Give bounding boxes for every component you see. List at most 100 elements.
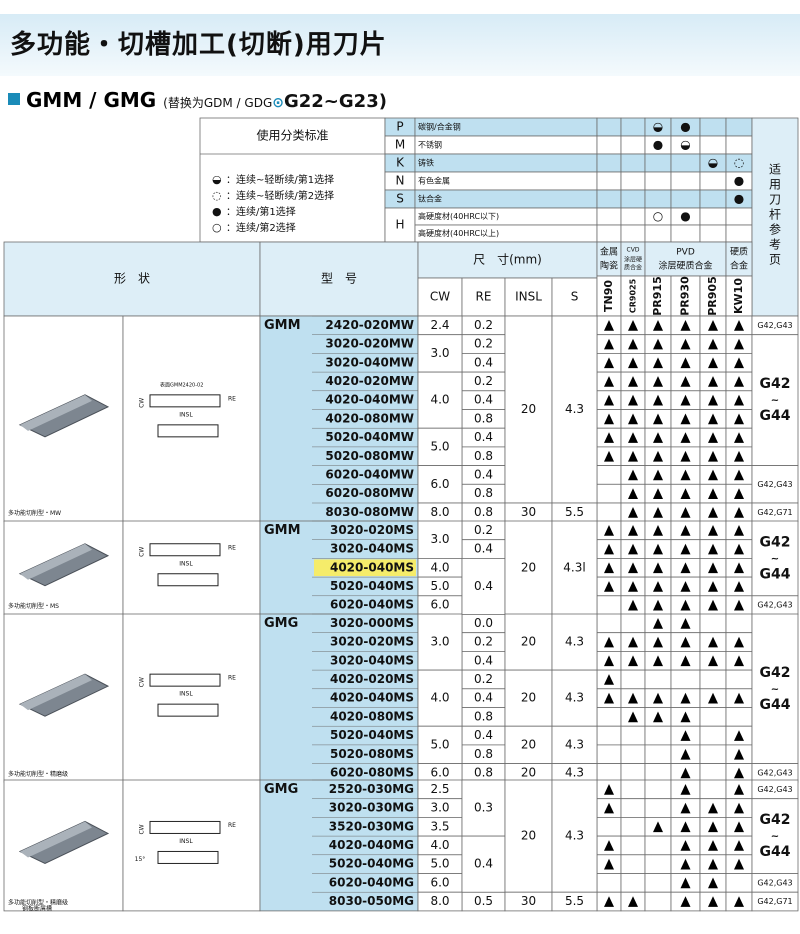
insert-diagram-top	[149, 394, 221, 408]
grade-cell	[620, 873, 646, 893]
grade-symbol-cell	[596, 171, 622, 191]
cw-cell	[417, 725, 463, 765]
model-number: 4020-020MW	[325, 374, 414, 388]
grade-group-cell	[725, 241, 753, 277]
availability-triangle	[628, 543, 638, 555]
availability-triangle	[708, 821, 718, 833]
availability-triangle	[680, 320, 691, 331]
model-header-cell	[259, 241, 419, 317]
grade-symbol-cell	[670, 171, 701, 191]
grade-symbol: ●	[653, 138, 663, 152]
grade-header: PR915	[651, 276, 664, 316]
ref-page: G42	[760, 812, 791, 828]
availability-triangle	[680, 840, 691, 851]
model-number: 6020-080MS	[330, 765, 414, 779]
insl-cell	[504, 725, 553, 765]
dims-header: 尺 寸(mm)	[473, 253, 542, 267]
availability-triangle	[734, 320, 744, 331]
availability-triangle	[708, 376, 718, 387]
grade-cell	[596, 483, 622, 504]
diagram-re-label: RE	[228, 544, 236, 551]
availability-triangle	[708, 413, 718, 425]
re-value: 0.2	[474, 374, 493, 388]
availability-triangle	[734, 767, 744, 779]
grade-symbol-cell	[596, 117, 622, 137]
model-column	[259, 613, 419, 783]
cw-value: 3.0	[430, 635, 449, 649]
legend-box	[199, 117, 386, 243]
ref-page: G42,G71	[757, 897, 792, 906]
availability-triangle	[708, 432, 718, 443]
availability-triangle	[734, 802, 744, 814]
grade-cell	[699, 707, 727, 727]
grade-cell	[620, 779, 646, 800]
availability-triangle	[604, 692, 614, 704]
s-cell	[551, 613, 598, 671]
grade-group-label: 金属	[600, 246, 618, 258]
availability-triangle	[734, 394, 744, 406]
availability-triangle	[708, 469, 718, 481]
availability-triangle	[680, 581, 691, 592]
availability-triangle	[604, 432, 614, 443]
grade-group-label: 陶瓷	[600, 260, 618, 272]
grade-symbol-cell	[644, 153, 672, 173]
ref-header-char: 参	[769, 222, 781, 237]
diagram-re-label: RE	[228, 822, 236, 829]
cw-value: 5.0	[430, 737, 449, 751]
availability-triangle	[680, 507, 691, 518]
shape-diagram-cell	[122, 520, 261, 615]
grade-cell	[620, 744, 646, 765]
grade-header: PR905	[706, 276, 719, 316]
grade-symbol-cell	[725, 207, 753, 226]
availability-triangle	[604, 655, 614, 667]
insert-photo-highlight	[20, 674, 92, 711]
cw-value: 3.5	[430, 819, 449, 833]
availability-triangle	[734, 636, 744, 648]
availability-triangle	[708, 338, 718, 350]
availability-triangle	[604, 784, 614, 795]
grade-header: CR9025	[629, 278, 638, 313]
ref-page: ~	[771, 553, 779, 564]
ref-header-char: 杆	[769, 208, 781, 222]
legend-symbol: ○	[212, 221, 222, 234]
grade-cell	[699, 725, 727, 746]
grade-group-label: CVD	[627, 247, 640, 254]
availability-triangle	[653, 655, 663, 667]
re-value: 0.2	[474, 337, 493, 351]
legend-heading: 使用分类标准	[256, 128, 328, 143]
availability-triangle	[708, 877, 718, 889]
availability-triangle	[680, 877, 691, 889]
material-code: H	[395, 218, 404, 232]
availability-triangle	[628, 896, 638, 907]
material-code: K	[396, 156, 405, 170]
model-number: 3520-030MG	[329, 819, 414, 833]
availability-triangle	[708, 320, 718, 331]
insl-cell	[504, 315, 553, 504]
availability-triangle	[628, 655, 638, 667]
insert-diagram-side	[157, 573, 219, 587]
availability-triangle	[708, 636, 718, 648]
ref-cell	[751, 798, 799, 874]
availability-triangle	[734, 376, 744, 387]
re-value: 0.4	[474, 691, 493, 705]
material-code: N	[396, 174, 405, 188]
availability-triangle	[653, 357, 663, 369]
dims-header-cell	[417, 241, 598, 279]
cw-cell	[417, 891, 463, 912]
availability-triangle	[604, 394, 614, 406]
cw-value: 4.0	[430, 838, 449, 852]
material-name: 铸铁	[418, 158, 434, 168]
re-value: 0.4	[474, 542, 493, 556]
series-label: GMM	[264, 318, 301, 333]
grade-symbol-cell	[670, 153, 701, 173]
grade-symbol-cell	[670, 224, 701, 243]
availability-triangle	[604, 674, 614, 685]
material-code: M	[395, 138, 405, 152]
availability-triangle	[680, 432, 691, 443]
diagram-cw-label: CW	[139, 824, 146, 834]
s-value: 4.3	[565, 765, 584, 779]
cw-value: 5.0	[430, 857, 449, 871]
availability-triangle	[653, 450, 663, 462]
availability-triangle	[628, 450, 638, 462]
availability-triangle	[734, 413, 744, 425]
